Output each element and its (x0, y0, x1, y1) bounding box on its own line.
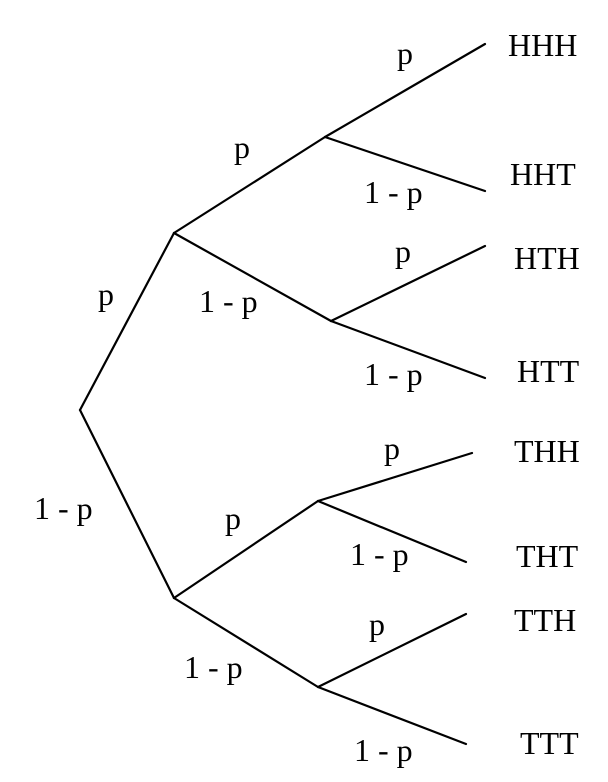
branch-h-to-ht (172, 231, 333, 323)
label-h-to-hh: p (234, 129, 250, 165)
outcome-hht: HHT (510, 156, 576, 192)
label-h-to-ht: 1 - p (199, 283, 258, 319)
outcome-hhh: HHH (508, 27, 577, 63)
outcome-tth: TTH (514, 602, 576, 638)
label-t-to-th: p (225, 500, 241, 536)
branch-ht-to-hth (329, 244, 487, 323)
label-root-to-t: 1 - p (34, 490, 93, 526)
outcome-tht: THT (516, 538, 579, 574)
branch-root-to-t (78, 408, 176, 600)
label-t-to-tt: 1 - p (184, 649, 243, 685)
branch-h-to-hh (172, 135, 327, 235)
branch-th-to-thh (316, 451, 474, 503)
branch-t-to-tt (172, 596, 320, 689)
branch-hh-to-hhh (323, 42, 487, 139)
branch-t-to-th (172, 499, 320, 600)
label-ht-to-htt: 1 - p (364, 356, 423, 392)
branch-ht-to-htt (329, 319, 487, 380)
label-root-to-h: p (98, 276, 114, 312)
branch-th-to-tht (316, 499, 468, 564)
label-tt-to-tth: p (369, 606, 385, 642)
label-tt-to-ttt: 1 - p (354, 732, 413, 768)
label-ht-to-hth: p (395, 233, 411, 269)
outcome-hth: HTH (514, 240, 580, 276)
outcome-htt: HTT (517, 353, 580, 389)
branch-tt-to-tth (316, 612, 468, 689)
branch-hh-to-hht (323, 135, 487, 193)
outcome-ttt: TTT (520, 725, 579, 761)
label-th-to-tht: 1 - p (350, 536, 409, 572)
label-th-to-thh: p (384, 430, 400, 466)
outcome-thh: THH (514, 433, 580, 469)
label-hh-to-hhh: p (397, 35, 413, 71)
branch-tt-to-ttt (316, 685, 468, 746)
label-hh-to-hht: 1 - p (364, 174, 423, 210)
branch-root-to-h (78, 231, 176, 412)
